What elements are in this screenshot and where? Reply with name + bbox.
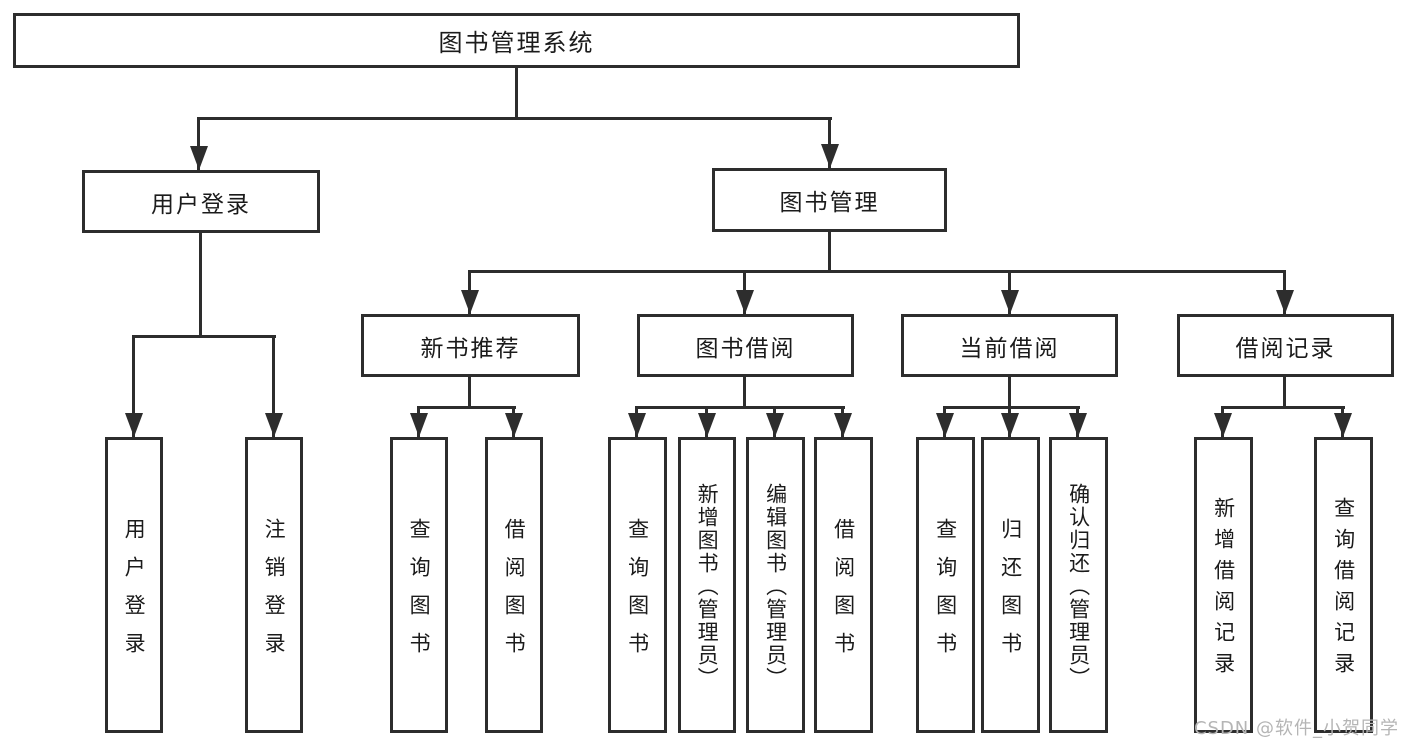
connector-arrow <box>197 117 200 170</box>
leaf-query-book-current: 查询图书 <box>916 437 975 733</box>
connector-line <box>743 377 746 409</box>
connector-line <box>828 232 831 272</box>
leaf-confirm-return-admin: 确认归还（管理员） <box>1049 437 1108 733</box>
connector-line <box>468 377 471 409</box>
connector-arrow <box>1008 270 1011 314</box>
node-label: 图书管理系统 <box>438 29 595 57</box>
connector-arrow <box>1341 406 1344 437</box>
node-borrow-record: 借阅记录 <box>1177 314 1394 377</box>
connector-arrow <box>512 406 515 437</box>
csdn-watermark: CSDN @软件_小贺同学 <box>1193 718 1399 739</box>
leaf-label: 借阅图书 <box>831 517 856 670</box>
leaf-add-borrow-record: 新增借阅记录 <box>1194 437 1253 733</box>
connector-line <box>943 406 1080 409</box>
leaf-label: 归还图书 <box>998 517 1023 670</box>
node-label: 图书管理 <box>779 190 880 216</box>
connector-arrow <box>468 270 471 314</box>
connector-line <box>1283 377 1286 409</box>
node-label: 图书借阅 <box>695 335 796 362</box>
leaf-label: 借阅图书 <box>502 517 527 670</box>
leaf-add-book-admin: 新增图书（管理员） <box>678 437 736 733</box>
node-label: 用户登录 <box>151 191 251 218</box>
connector-arrow <box>943 406 946 437</box>
connector-arrow <box>132 335 135 437</box>
leaf-query-borrow-record: 查询借阅记录 <box>1314 437 1373 733</box>
connector-arrow <box>828 117 831 168</box>
leaf-return-book: 归还图书 <box>981 437 1040 733</box>
leaf-user-login: 用户登录 <box>105 437 163 733</box>
connector-line <box>132 335 276 338</box>
leaf-logout: 注销登录 <box>245 437 303 733</box>
connector-arrow <box>1283 270 1286 314</box>
connector-arrow <box>417 406 420 437</box>
node-label: 借阅记录 <box>1235 335 1336 362</box>
connector-line <box>417 406 516 409</box>
node-new-book-recommend: 新书推荐 <box>361 314 580 377</box>
leaf-label: 确认归还（管理员） <box>1066 482 1091 690</box>
leaf-borrow-book-recommend: 借阅图书 <box>485 437 543 733</box>
connector-arrow <box>635 406 638 437</box>
node-label: 新书推荐 <box>420 335 521 362</box>
leaf-label: 编辑图书（管理员） <box>763 482 788 690</box>
node-current-borrow: 当前借阅 <box>901 314 1118 377</box>
connector-arrow <box>272 335 275 437</box>
node-label: 当前借阅 <box>959 335 1060 362</box>
leaf-label: 查询借阅记录 <box>1331 497 1356 683</box>
leaf-query-book-borrow: 查询图书 <box>608 437 667 733</box>
node-book-borrow: 图书借阅 <box>637 314 854 377</box>
connector-arrow <box>841 406 844 437</box>
connector-arrow <box>773 406 776 437</box>
connector-line <box>198 117 832 120</box>
connector-arrow <box>705 406 708 437</box>
leaf-label: 新增借阅记录 <box>1211 497 1236 683</box>
connector-line <box>1221 406 1345 409</box>
connector-line <box>515 68 518 120</box>
leaf-label: 查询图书 <box>625 517 650 670</box>
leaf-edit-book-admin: 编辑图书（管理员） <box>746 437 805 733</box>
node-root: 图书管理系统 <box>13 13 1020 68</box>
connector-arrow <box>1221 406 1224 437</box>
node-user-login: 用户登录 <box>82 170 320 233</box>
node-book-management: 图书管理 <box>712 168 947 232</box>
leaf-label: 注销登录 <box>262 517 287 670</box>
connector-arrow <box>743 270 746 314</box>
leaf-label: 新增图书（管理员） <box>695 482 720 690</box>
connector-line <box>635 406 845 409</box>
connector-line <box>199 233 202 337</box>
leaf-query-book-recommend: 查询图书 <box>390 437 448 733</box>
leaf-label: 查询图书 <box>933 517 958 670</box>
connector-arrow <box>1008 406 1011 437</box>
leaf-label: 查询图书 <box>407 517 432 670</box>
leaf-borrow-book: 借阅图书 <box>814 437 873 733</box>
connector-line <box>468 270 1286 273</box>
connector-line <box>1008 377 1011 409</box>
leaf-label: 用户登录 <box>122 517 147 670</box>
connector-arrow <box>1076 406 1079 437</box>
